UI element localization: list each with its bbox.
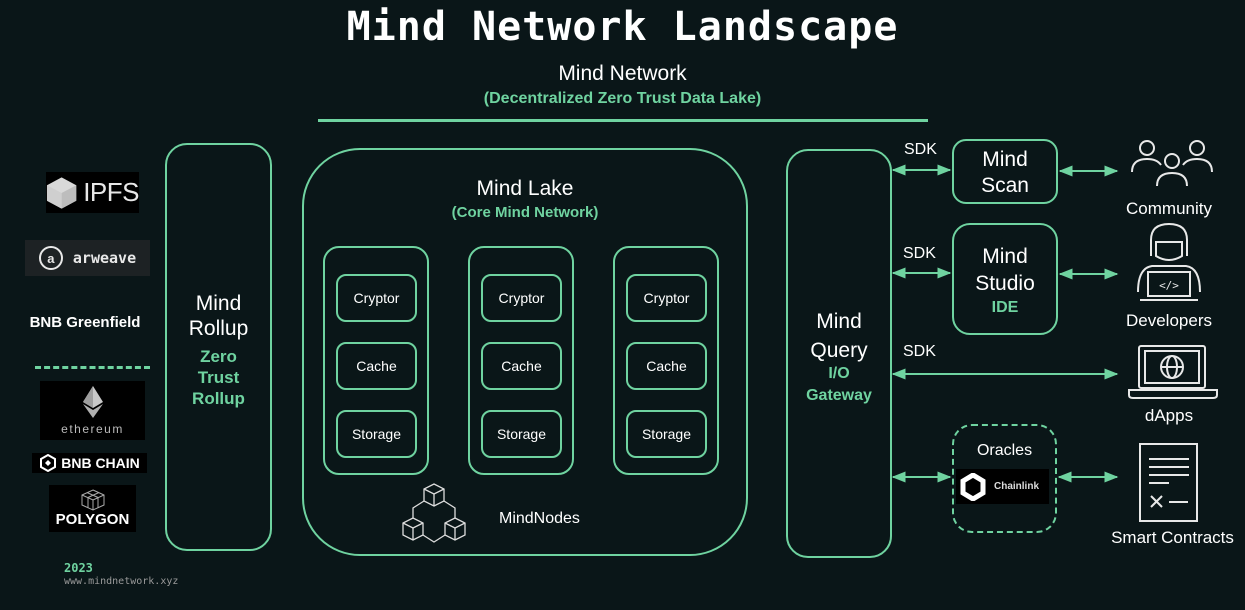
studio-line1: Mind	[982, 245, 1028, 268]
ipfs-label: IPFS	[83, 177, 139, 207]
network-tagline: (Decentralized Zero Trust Data Lake)	[483, 90, 762, 107]
smart-contract-document-icon	[1139, 443, 1198, 522]
node-1-cache[interactable]: Cache	[336, 342, 417, 390]
developers-label: Developers	[1126, 311, 1212, 330]
footer-url[interactable]: www.mindnetwork.xyz	[64, 576, 179, 587]
node-3-cache[interactable]: Cache	[626, 342, 707, 390]
mind-node-3[interactable]	[613, 246, 719, 475]
ethereum-diamond-icon	[82, 385, 103, 418]
chainlink-label: Chainlink	[994, 481, 1040, 492]
rollup-sub-line2: Trust	[197, 368, 240, 387]
laptop-globe-icon	[1128, 345, 1218, 399]
mind-scan-box[interactable]: Mind Scan	[952, 139, 1058, 204]
scan-line1: Mind	[982, 148, 1028, 171]
node-1-cryptor[interactable]: Cryptor	[336, 274, 417, 322]
polygon-logo: POLYGON	[49, 485, 136, 532]
polygon-label: POLYGON	[55, 511, 130, 528]
mind-studio-box[interactable]: Mind Studio IDE	[952, 223, 1058, 335]
chainlink-logo: Chainlink	[956, 469, 1049, 504]
lake-subtitle: (Core Mind Network)	[451, 204, 599, 221]
studio-sub: IDE	[991, 299, 1019, 316]
chainlink-hexagon-icon	[960, 472, 986, 501]
bnb-chain-icon	[40, 454, 57, 472]
sdk-label-studio: SDK	[903, 245, 936, 262]
rollup-title-line1: Mind	[195, 292, 242, 315]
mind-rollup-box[interactable]: Mind Rollup Zero Trust Rollup	[165, 143, 272, 551]
node-3-cryptor[interactable]: Cryptor	[626, 274, 707, 322]
rollup-sub-line3: Rollup	[192, 389, 245, 408]
developer-icon: </>	[1137, 222, 1201, 301]
sdk-label-dapps: SDK	[903, 343, 936, 360]
mind-node-1[interactable]	[323, 246, 429, 475]
community-label: Community	[1126, 199, 1212, 218]
oracles-title: Oracles	[976, 442, 1033, 459]
logo-separator	[35, 366, 150, 369]
query-title-line1: Mind	[816, 310, 862, 333]
query-title-line2: Query	[810, 339, 868, 362]
bnb-chain-logo: BNB CHAIN	[32, 453, 147, 473]
lake-title: Mind Lake	[476, 177, 574, 200]
ethereum-label: ethereum	[61, 421, 124, 436]
mindnodes-label: MindNodes	[499, 510, 580, 527]
footer-year: 2023	[64, 561, 93, 575]
polygon-icon	[81, 489, 104, 511]
arweave-logo: a arweave	[25, 240, 150, 276]
arweave-icon: a	[38, 246, 63, 270]
node-2-cache[interactable]: Cache	[481, 342, 562, 390]
node-1-storage[interactable]: Storage	[336, 410, 417, 458]
query-sub-line2: Gateway	[806, 387, 872, 404]
network-subtitle: Mind Network	[558, 62, 687, 85]
bnb-greenfield-logo: BNB Greenfield	[29, 314, 141, 331]
page-title: Mind Network Landscape	[346, 4, 899, 50]
node-2-cryptor[interactable]: Cryptor	[481, 274, 562, 322]
ipfs-logo: IPFS	[46, 172, 139, 213]
mind-query-box[interactable]: Mind Query I/O Gateway	[786, 149, 892, 558]
node-3-storage[interactable]: Storage	[626, 410, 707, 458]
svg-text:</>: </>	[1159, 279, 1179, 292]
rollup-sub-line1: Zero	[200, 347, 237, 366]
oracles-box[interactable]: Oracles	[952, 424, 1057, 533]
node-2-storage[interactable]: Storage	[481, 410, 562, 458]
dapps-label: dApps	[1144, 406, 1194, 425]
ethereum-logo: ethereum	[40, 381, 145, 440]
query-sub-line1: I/O	[828, 365, 850, 382]
bnb-chain-label: BNB CHAIN	[61, 455, 140, 471]
sdk-label-scan: SDK	[904, 141, 937, 158]
smart-contracts-label: Smart Contracts	[1111, 528, 1234, 547]
mind-lake-box[interactable]: Mind Lake (Core Mind Network)	[302, 148, 748, 556]
rollup-title-line2: Rollup	[188, 317, 249, 340]
community-icon	[1131, 140, 1213, 187]
scan-line2: Scan	[981, 174, 1029, 197]
studio-line2: Studio	[975, 272, 1035, 295]
mind-node-2[interactable]	[468, 246, 574, 475]
ipfs-cube-icon	[46, 176, 77, 209]
header-divider	[318, 119, 928, 122]
mindnodes-cubes-icon	[402, 483, 466, 543]
arweave-label: arweave	[72, 249, 137, 267]
